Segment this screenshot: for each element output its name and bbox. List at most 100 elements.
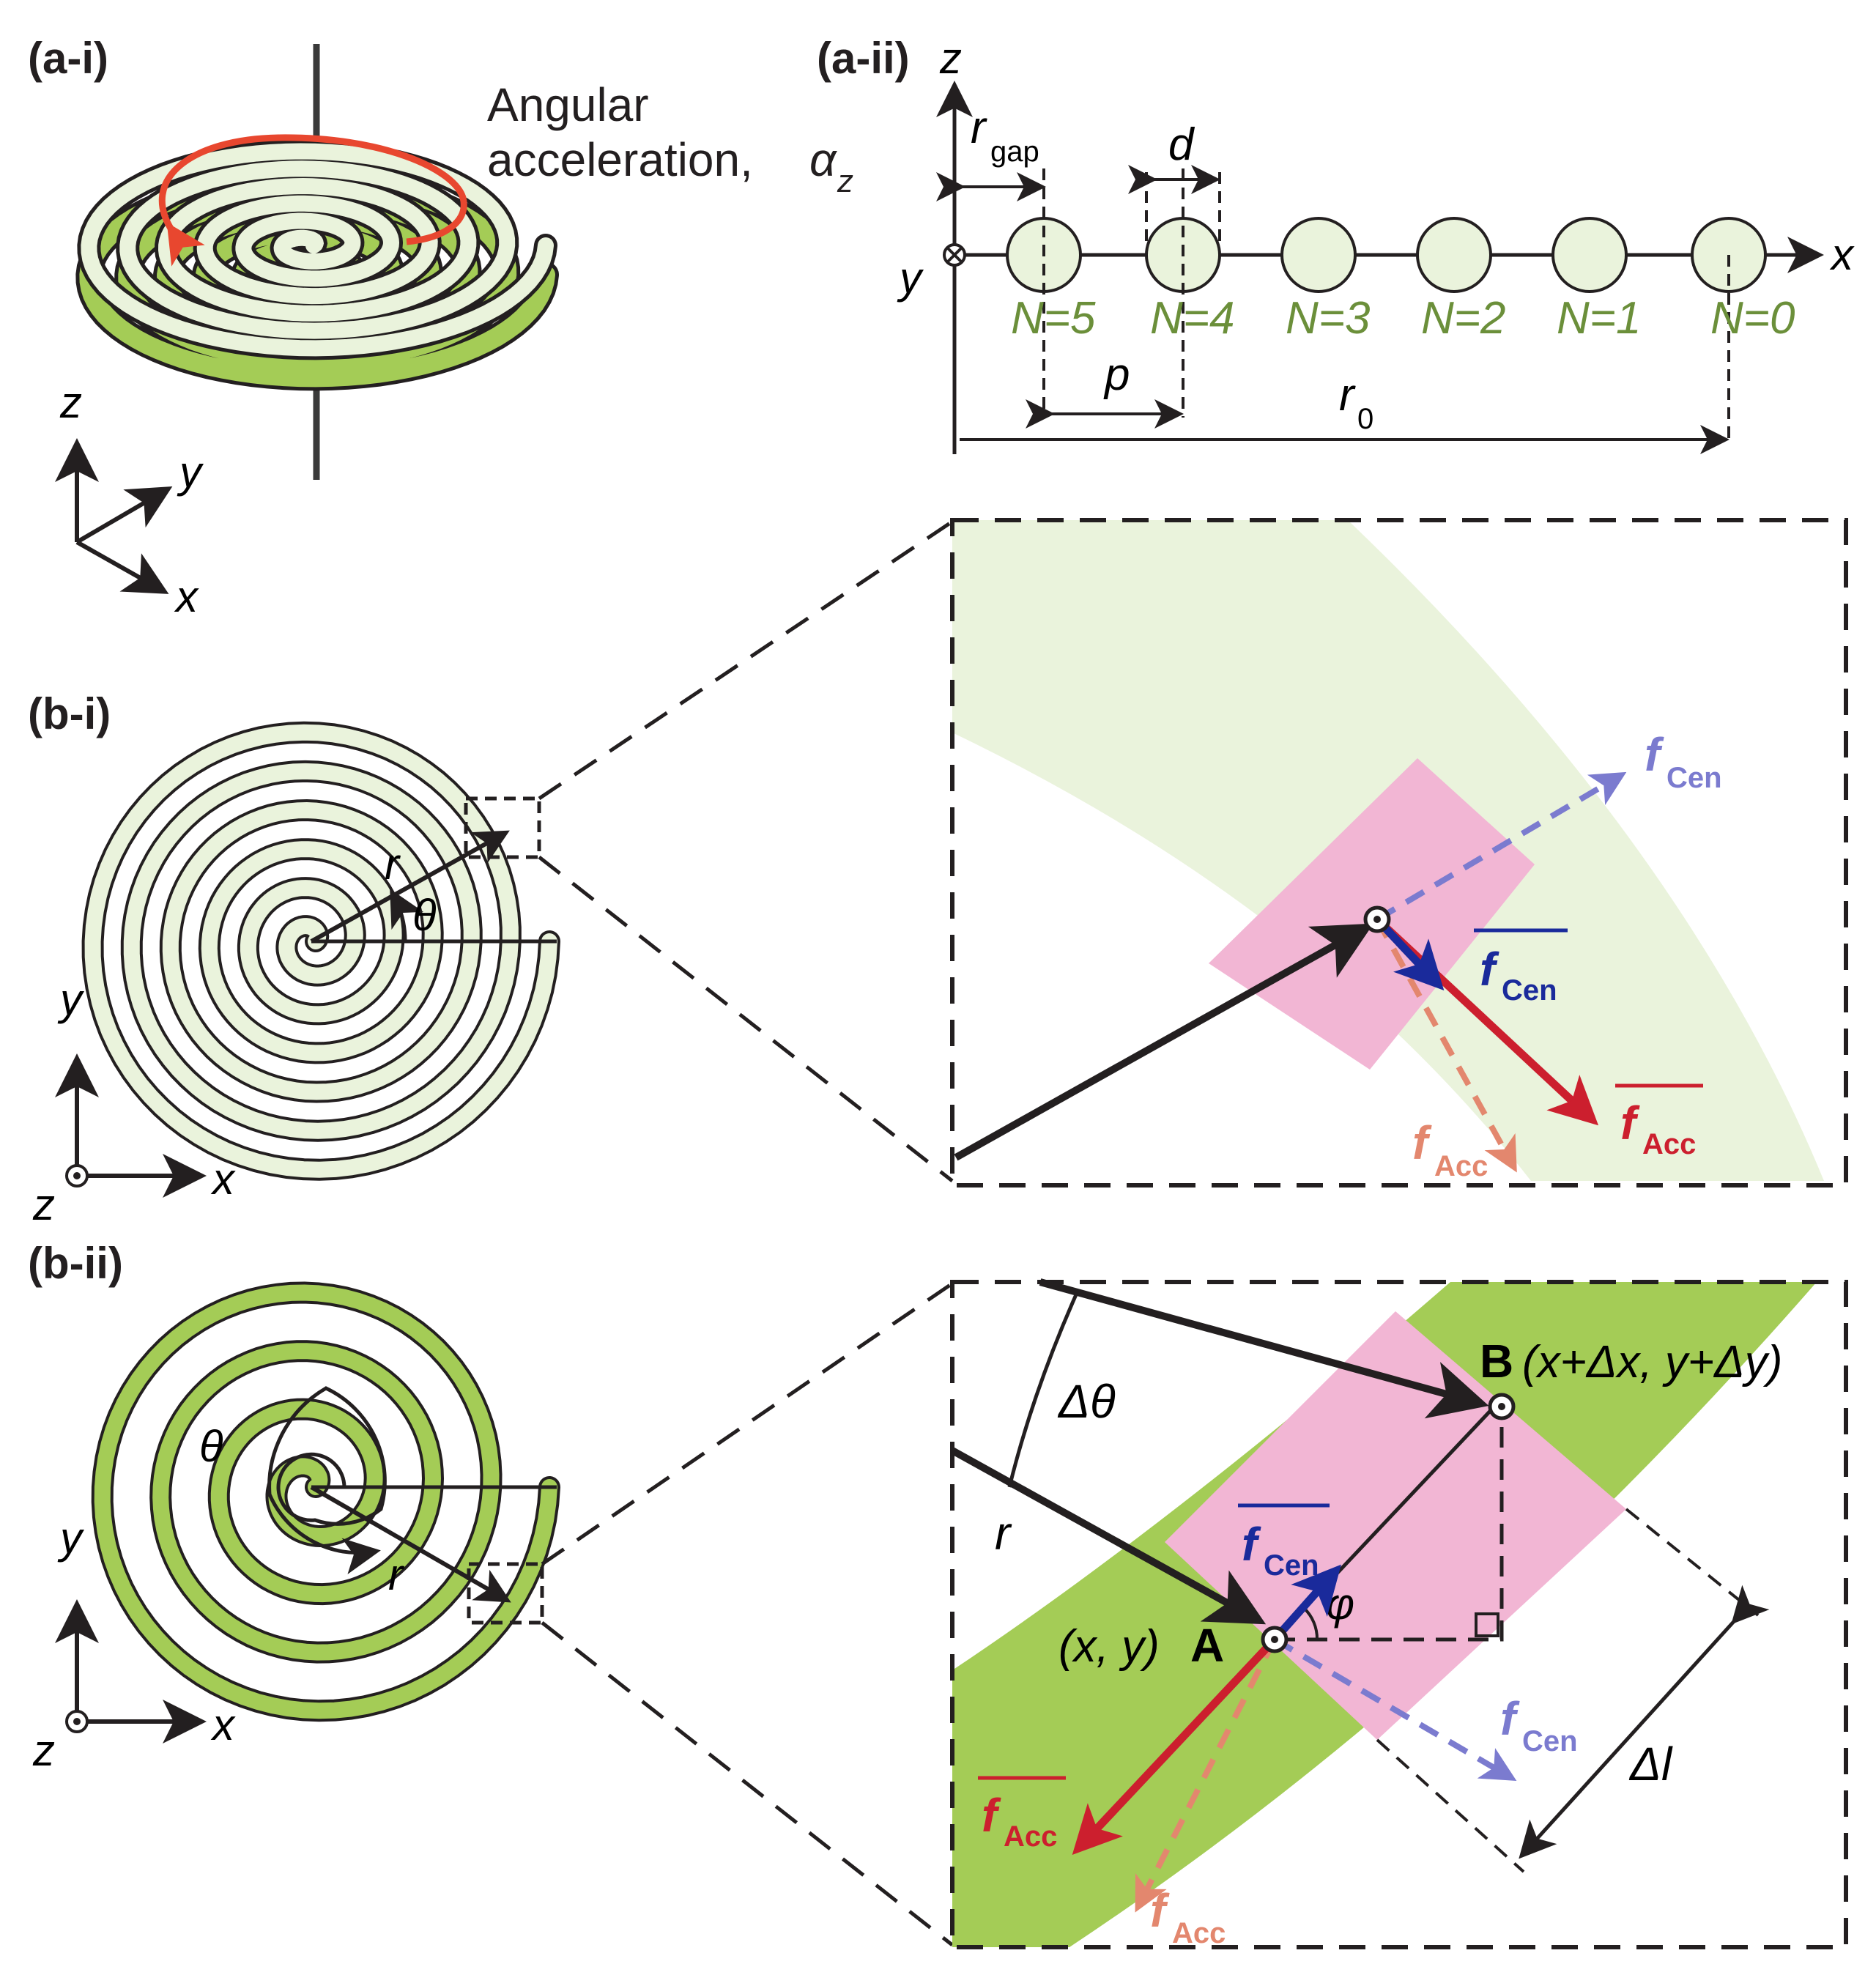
- axis-y-label-a-ii: y: [897, 253, 924, 303]
- delta-l-guide-1: [1625, 1508, 1760, 1617]
- p-label: p: [1103, 349, 1130, 400]
- r-vector: [310, 830, 510, 944]
- r-label-zoom: r: [995, 1507, 1012, 1560]
- spiral-3d-coils: [75, 139, 559, 391]
- theta-label-b-i: θ: [412, 891, 437, 940]
- f-acc-light-sub-2: Acc: [1172, 1917, 1226, 1949]
- turn-label: N=5: [1011, 293, 1096, 344]
- y-into-page-symbol: [943, 243, 966, 267]
- panel-label-a-ii: (a-ii): [817, 34, 910, 83]
- r-label-b-i: r: [385, 840, 401, 889]
- phi-label: φ: [1326, 1579, 1354, 1629]
- r-vector-B: [1039, 1278, 1489, 1419]
- delta-theta-arc: [1007, 1292, 1079, 1488]
- axis-x-label-b-ii: x: [210, 1700, 236, 1749]
- spiral-top-view-2: θ r: [91, 1281, 560, 1722]
- f-cen-light-arrow-2: [1272, 1637, 1517, 1782]
- axis-x-label: x: [174, 572, 199, 621]
- axis-x-label-b-i: x: [210, 1155, 236, 1204]
- spiral-3d: [75, 44, 559, 480]
- theta-arc: [390, 889, 424, 942]
- turn-circles: [1006, 217, 1767, 293]
- zoom-connectors-b-ii: [541, 1281, 954, 1946]
- panel-label-b-i: (b-i): [28, 689, 111, 738]
- axes-b-ii: y x z: [32, 1513, 236, 1775]
- spiral-top-view-1: r θ: [81, 721, 560, 1181]
- f-cen-light-label: f: [1645, 728, 1664, 781]
- zoom-view-b-ii: Δθ r φ Δl B (x+Δx, y+Δy) (x, y) A f Cen …: [950, 1278, 1848, 1949]
- angular-acceleration-arrow: [158, 134, 467, 267]
- f-acc-bar-arrow-2: [1072, 1637, 1278, 1856]
- f-cen-light-arrow: [1375, 771, 1627, 922]
- right-angle-marker: [1475, 1612, 1499, 1637]
- zoom-connectors-b-i: [538, 519, 954, 1182]
- turn-circle: [1551, 217, 1628, 293]
- point-A-coords: (x, y): [1059, 1621, 1160, 1672]
- turn-circle: [1280, 217, 1357, 293]
- f-acc-light-sub: Acc: [1434, 1150, 1488, 1182]
- f-cen-bar-arrow: [1373, 916, 1445, 991]
- turn-label: N=0: [1710, 293, 1795, 344]
- axis-z-label-b-i: z: [32, 1180, 55, 1229]
- axis-y-label-b-ii: y: [57, 1513, 85, 1563]
- point-B-label: B: [1480, 1335, 1513, 1387]
- angular-annotation-line1: Angular: [487, 78, 649, 131]
- r-gap-subscript: gap: [990, 136, 1039, 168]
- turn-circle: [1416, 217, 1492, 293]
- f-acc-light-arrow-2: [1135, 1638, 1278, 1913]
- alpha-subscript: z: [837, 163, 853, 199]
- panel-label-b-ii: (b-ii): [28, 1239, 123, 1288]
- f-acc-bar-sub-2: Acc: [1004, 1820, 1057, 1853]
- axis-z-label-b-ii: z: [32, 1726, 55, 1775]
- zoom-region-box-2: [467, 1562, 544, 1625]
- delta-l-dimension: [1519, 1585, 1770, 1859]
- dashed-right-triangle: [1275, 1407, 1504, 1642]
- delta-theta-label: Δθ: [1057, 1375, 1116, 1428]
- zoom-box-2: [950, 1280, 1848, 1949]
- dimension-lines: [936, 165, 1730, 454]
- f-cen-light-sub: Cen: [1666, 762, 1722, 794]
- turn-labels: N=5 N=4 N=3 N=2 N=1 N=0: [1011, 293, 1795, 344]
- f-acc-light-label-2: f: [1150, 1884, 1170, 1937]
- delta-l-label: Δl: [1628, 1738, 1673, 1790]
- d-label: d: [1168, 119, 1195, 170]
- turn-label: N=4: [1150, 293, 1234, 344]
- f-cen-bar-sub: Cen: [1502, 974, 1557, 1007]
- r-label-b-ii: r: [388, 1550, 404, 1599]
- delta-l-guide-2: [1376, 1738, 1525, 1873]
- f-acc-light-label: f: [1412, 1116, 1432, 1169]
- zoom-view-b-i: f Cen f Cen f Acc f Acc: [950, 518, 1848, 1187]
- angular-annotation-line2: acceleration,: [487, 133, 753, 186]
- axis-y-label-b-i: y: [57, 975, 85, 1024]
- f-cen-light-sub-2: Cen: [1522, 1725, 1578, 1757]
- axis-z-label: z: [59, 378, 82, 427]
- r-vector-A: [950, 1447, 1267, 1625]
- f-cen-light-label-2: f: [1500, 1692, 1520, 1745]
- axes-a-i: z y x: [55, 378, 204, 621]
- axis-x-label-a-ii: x: [1829, 230, 1855, 279]
- f-acc-bar-sub: Acc: [1642, 1128, 1696, 1160]
- r-vector-2: [310, 1485, 511, 1603]
- turn-label: N=3: [1286, 293, 1370, 344]
- axis-x-line: [75, 540, 169, 594]
- axes-b-i: y x z: [32, 975, 236, 1229]
- axis-y-line: [75, 486, 173, 544]
- zoom-box-1: [950, 518, 1848, 1187]
- f-cen-bar-arrow-2: [1271, 1564, 1341, 1642]
- upper-coil-pale: [81, 143, 554, 357]
- theta-spiral-arc: [267, 1386, 387, 1574]
- turn-label: N=2: [1421, 293, 1505, 344]
- point-B-coords: (x+Δx, y+Δy): [1522, 1337, 1782, 1387]
- axis-z-label-a-ii: z: [939, 34, 962, 83]
- zoom-region-box: [464, 796, 541, 859]
- theta-label-b-ii: θ: [199, 1422, 223, 1471]
- position-vector: [954, 923, 1374, 1161]
- r0-label: r: [1339, 370, 1356, 420]
- point-A-label: A: [1190, 1619, 1224, 1672]
- turn-label: N=1: [1557, 293, 1641, 344]
- r-gap-label: r: [971, 103, 987, 153]
- panel-label-a-i: (a-i): [28, 34, 108, 83]
- axis-y-label: y: [177, 448, 204, 497]
